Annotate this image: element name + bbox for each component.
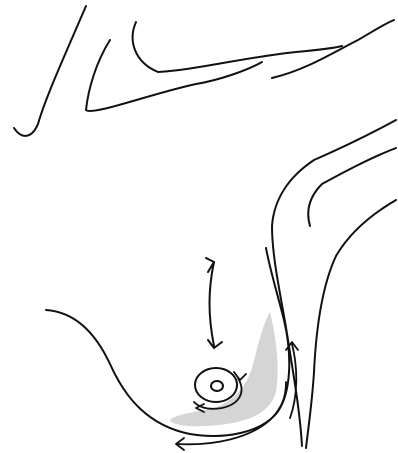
- torso-inner-outline: [308, 148, 396, 226]
- back-outline: [306, 200, 396, 448]
- areola: [195, 368, 237, 402]
- double-headed-arrow-shaft: [210, 262, 215, 346]
- shoulder-outline: [272, 20, 394, 78]
- arrowhead-down-icon: [208, 340, 222, 348]
- arm-outline: [14, 6, 86, 136]
- nipple: [211, 381, 223, 391]
- arm-outline-lower: [86, 40, 262, 111]
- torso-outline: [272, 120, 396, 446]
